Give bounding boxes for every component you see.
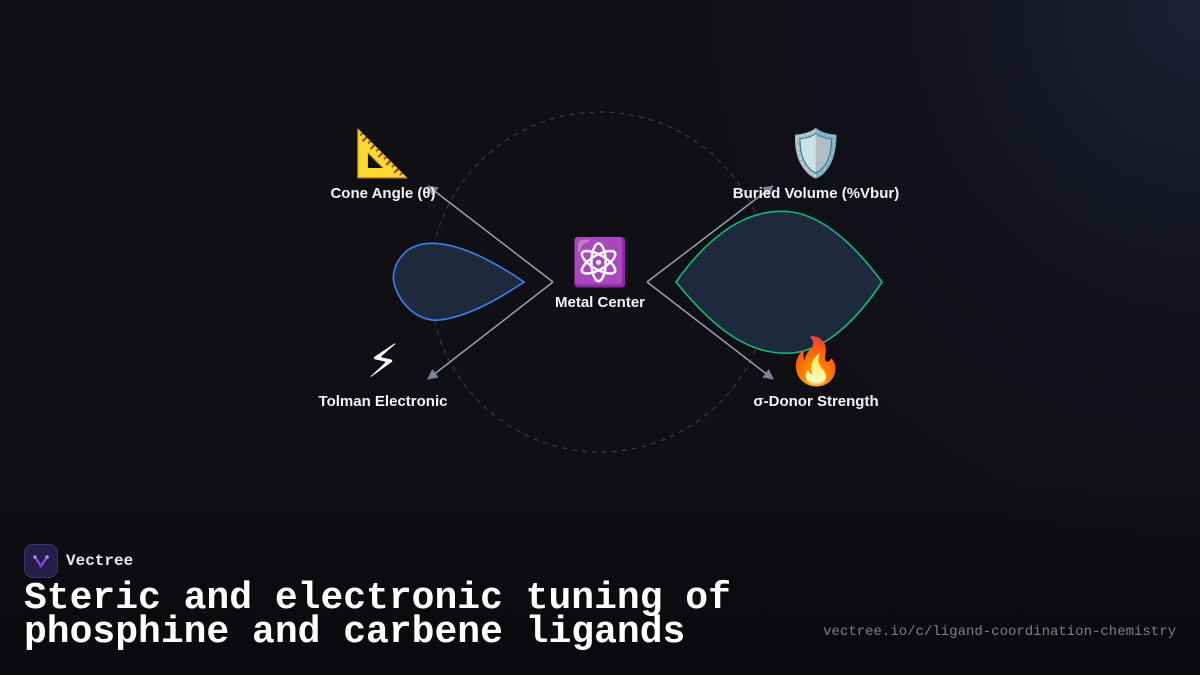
- node-metal-center: ⚛️ Metal Center: [555, 236, 645, 311]
- node-label: σ-Donor Strength: [753, 393, 879, 410]
- atom-icon: ⚛️: [571, 235, 629, 289]
- brand: Vectree: [24, 544, 133, 578]
- page-title: Steric and electronic tuning of phosphin…: [24, 577, 731, 654]
- arrow-to-sigma-donor: [646, 281, 774, 380]
- source-url[interactable]: vectree.io/c/ligand-coordination-chemist…: [823, 624, 1176, 640]
- fire-icon: 🔥: [787, 334, 845, 388]
- node-buried-volume: 🛡️ Buried Volume (%Vbur): [733, 127, 899, 202]
- node-label: Buried Volume (%Vbur): [732, 185, 900, 202]
- lightning-icon: ⚡: [366, 334, 400, 388]
- node-label: Metal Center: [554, 294, 646, 311]
- node-sigma-donor: 🔥 σ-Donor Strength: [753, 335, 878, 410]
- triangular-ruler-icon: 📐: [354, 126, 412, 180]
- node-tolman-electronic: ⚡ Tolman Electronic: [319, 335, 448, 410]
- node-label: Tolman Electronic: [318, 393, 448, 410]
- vectree-logo-icon: [24, 544, 58, 578]
- arrow-to-tolman-electronic: [427, 281, 554, 380]
- arrow-to-cone-angle: [427, 185, 554, 283]
- brand-name: Vectree: [66, 552, 134, 570]
- shield-icon: 🛡️: [787, 126, 845, 180]
- node-cone-angle: 📐 Cone Angle (θ): [330, 127, 435, 202]
- arrow-to-buried-volume: [646, 185, 774, 283]
- right-lobe: [674, 210, 883, 354]
- left-lobe: [392, 242, 526, 321]
- node-label: Cone Angle (θ): [330, 185, 436, 202]
